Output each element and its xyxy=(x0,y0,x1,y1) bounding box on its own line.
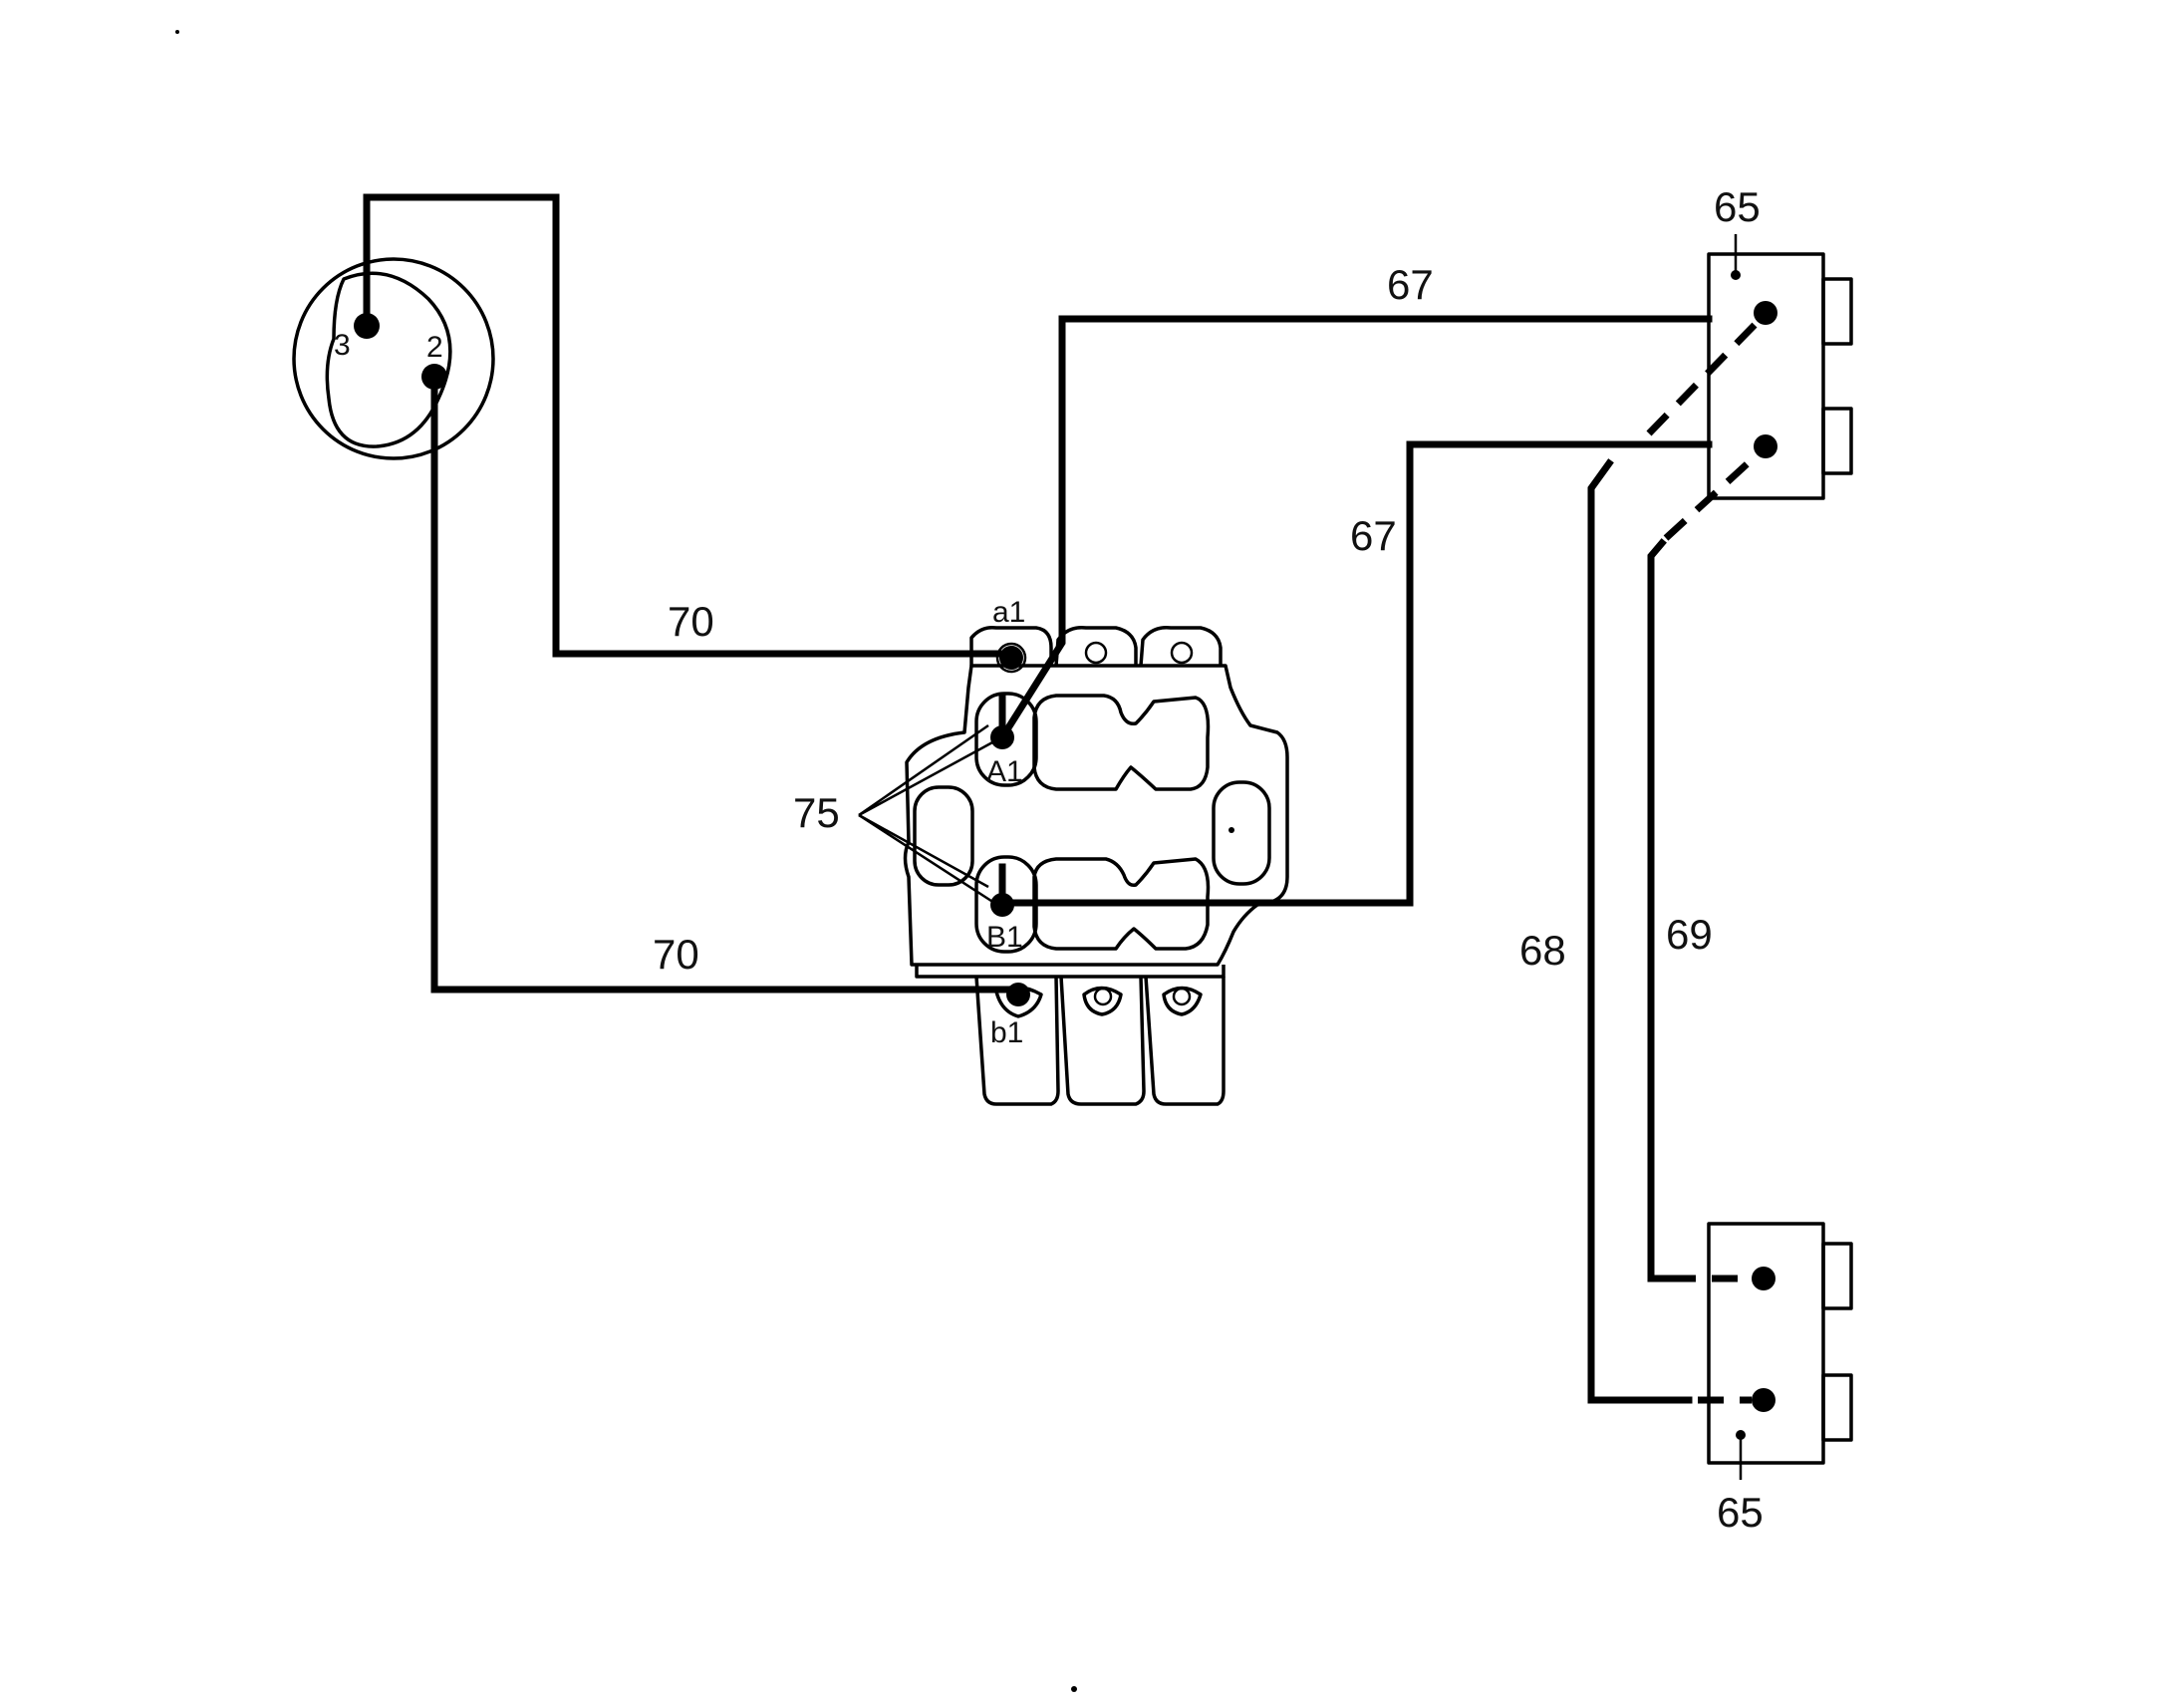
wire-69-label: 69 xyxy=(1666,911,1713,958)
port-a1-label: a1 xyxy=(992,596,1025,629)
wire-68-label: 68 xyxy=(1519,927,1566,974)
pin-2-label: 2 xyxy=(426,331,443,364)
switch-bottom-terminal-2 xyxy=(1752,1388,1775,1412)
control-valve-block: a1 A1 B1 b1 xyxy=(903,596,1289,1106)
switch-top-label: 65 xyxy=(1714,183,1761,230)
switch-bottom-terminal-1 xyxy=(1752,1267,1775,1290)
round-connector: 3 2 xyxy=(292,257,495,460)
switch-top-terminal-1 xyxy=(1754,301,1777,325)
wire-70-lower xyxy=(430,373,1022,998)
wiring xyxy=(363,193,1761,1404)
port-b1-label: b1 xyxy=(990,1016,1023,1049)
wire-70-upper-label: 70 xyxy=(668,598,714,645)
wire-67-middle-label: 67 xyxy=(1350,512,1397,559)
callout-75-label: 75 xyxy=(793,789,840,836)
switch-block-bottom: 65 xyxy=(1707,1222,1853,1536)
switch-block-top: 65 xyxy=(1707,183,1853,500)
callout-75: 75 xyxy=(793,723,995,905)
wire-67-upper xyxy=(997,315,1713,742)
wire-70-lower-label: 70 xyxy=(653,931,699,978)
port-A1-label: A1 xyxy=(986,755,1023,788)
wire-69 xyxy=(1647,538,1688,1282)
wire-67-upper-label: 67 xyxy=(1387,261,1434,308)
switch-top-terminal-2 xyxy=(1754,434,1777,458)
wire-67-middle xyxy=(998,440,1713,907)
switch-bottom-label: 65 xyxy=(1717,1489,1764,1536)
pin-3-label: 3 xyxy=(334,329,351,362)
port-B1-label: B1 xyxy=(986,921,1023,954)
wire-70-upper xyxy=(363,193,1015,662)
